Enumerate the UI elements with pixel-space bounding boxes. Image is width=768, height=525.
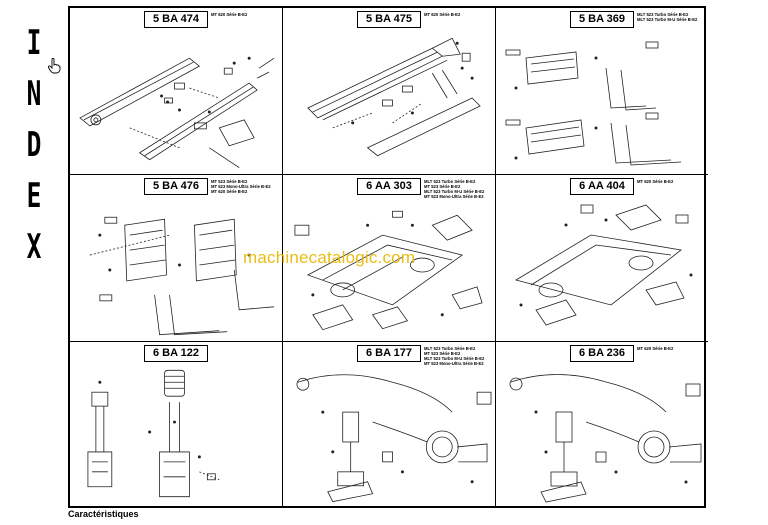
cell-models: MT 620 Série B-E2 — [637, 346, 673, 351]
cell-models: MLT 523 Turbo Série B-E2 MLT 523 Turbo M… — [637, 12, 697, 22]
cell-models: MLT 523 Turbo Série B-E2 MT 523 Série B-… — [424, 179, 484, 199]
index-cell[interactable]: 6 BA 177 MLT 523 Turbo Série B-E2 MT 523… — [283, 342, 496, 508]
chassis-drawing — [294, 210, 483, 331]
cell-code: 6 BA 177 — [357, 345, 421, 362]
watermark: machinecatalogic.com — [243, 248, 416, 267]
index-letter: I — [26, 23, 42, 63]
boom-parts-drawing — [79, 56, 275, 169]
footer-section-link[interactable]: Caractéristiques — [68, 509, 139, 519]
index-cell[interactable]: 5 BA 475 MT 620 Série B-E2 — [283, 8, 496, 175]
cell-code: 5 BA 474 — [144, 11, 208, 28]
index-cell[interactable]: 5 BA 474 MT 620 Série B-E2 — [70, 8, 283, 175]
cell-code: 6 BA 236 — [570, 345, 634, 362]
model-line: MT 620 Série B-E2 — [637, 346, 674, 351]
hydraulic-cylinder-drawing — [87, 369, 220, 498]
hand-pointer-icon — [47, 58, 61, 74]
cell-models: MT 620 Série B-E2 — [424, 12, 460, 17]
model-line: MLT 523 Turbo M-U Série B-E2 — [637, 17, 698, 22]
index-letter: E — [26, 176, 42, 216]
index-cell[interactable]: 6 AA 404 MT 620 Série B-E2 — [496, 175, 708, 342]
fork-carriage-drawing — [89, 216, 275, 336]
index-cell[interactable]: 6 AA 303 MLT 523 Turbo Série B-E2 MT 523… — [283, 175, 496, 342]
fork-carriage-drawing — [505, 41, 682, 166]
cell-models: MLT 523 Turbo Série B-E2 MT 523 Série B-… — [424, 346, 484, 366]
model-line: MT 620 Série B-E2 — [211, 12, 248, 17]
model-line: MT 523 Mono-Ultra Série B-E2 — [211, 184, 271, 189]
cell-code: 5 BA 476 — [144, 178, 208, 195]
index-letter: N — [26, 74, 42, 114]
cell-code: 6 AA 404 — [570, 178, 634, 195]
index-letter: D — [26, 125, 42, 165]
cell-code: 6 AA 303 — [357, 178, 421, 195]
model-line: MLT 523 Turbo Série B-E2 — [424, 346, 476, 351]
model-line: MT 620 Série B-E2 — [424, 12, 461, 17]
model-line: MT 523 Mono-Ultra Série B-E2 — [424, 194, 484, 199]
model-line: MT 620 Série B-E2 — [211, 189, 248, 194]
index-cell[interactable]: 5 BA 476 MT 523 Série B-E2 MT 523 Mono-U… — [70, 175, 283, 342]
model-line: MT 523 Série B-E2 — [424, 351, 461, 356]
model-line: MLT 523 Turbo M-U Série B-E2 — [424, 356, 485, 361]
model-line: MLT 523 Turbo Série B-E2 — [637, 12, 689, 17]
catalogue-index-grid: 5 BA 474 MT 620 Série B-E2 — [68, 6, 708, 508]
brake-system-drawing — [296, 374, 492, 503]
telescopic-boom-drawing — [307, 37, 481, 157]
index-letter: X — [26, 227, 42, 267]
model-line: MT 523 Série B-E2 — [211, 179, 248, 184]
model-line: MLT 523 Turbo M-U Série B-E2 — [424, 189, 485, 194]
model-line: MT 523 Série B-E2 — [424, 184, 461, 189]
cell-code: 6 BA 122 — [144, 345, 208, 362]
cell-models: MT 620 Série B-E2 — [637, 179, 673, 184]
chassis-drawing — [514, 204, 693, 326]
cell-models: MT 523 Série B-E2 MT 523 Mono-Ultra Séri… — [211, 179, 271, 194]
cell-code: 5 BA 369 — [570, 11, 634, 28]
model-line: MT 620 Série B-E2 — [637, 179, 674, 184]
index-cell[interactable]: 6 BA 122 — [70, 342, 283, 508]
cell-code: 5 BA 475 — [357, 11, 421, 28]
model-line: MT 523 Mono-Ultra Série B-E2 — [424, 361, 484, 366]
brake-system-drawing — [509, 374, 702, 503]
index-cell[interactable]: 5 BA 369 MLT 523 Turbo Série B-E2 MLT 52… — [496, 8, 708, 175]
index-title: I N D E X — [14, 18, 54, 273]
cell-models: MT 620 Série B-E2 — [211, 12, 247, 17]
index-cell[interactable]: 6 BA 236 MT 620 Série B-E2 — [496, 342, 708, 508]
model-line: MLT 523 Turbo Série B-E2 — [424, 179, 476, 184]
